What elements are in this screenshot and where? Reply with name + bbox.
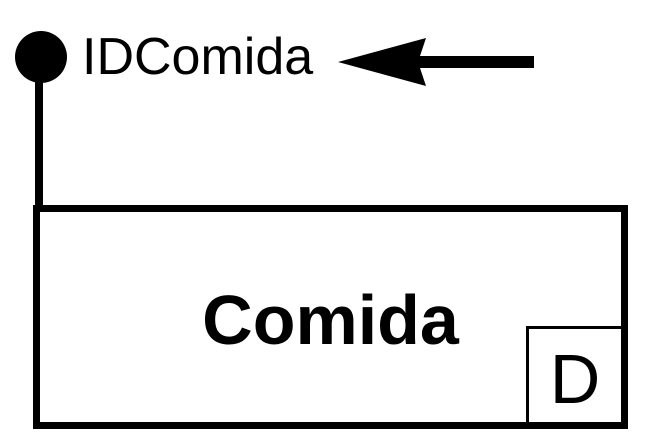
entity-type-tag-label: D xyxy=(549,340,601,418)
entity-type-tag: D xyxy=(526,326,621,422)
entity-box: Comida D xyxy=(33,205,628,429)
key-attribute-dot xyxy=(15,31,67,83)
entity-name: Comida xyxy=(202,281,459,359)
attribute-connector-line xyxy=(35,57,43,209)
pointer-arrow-icon xyxy=(338,38,534,86)
attribute-label: IDComida xyxy=(82,28,314,86)
